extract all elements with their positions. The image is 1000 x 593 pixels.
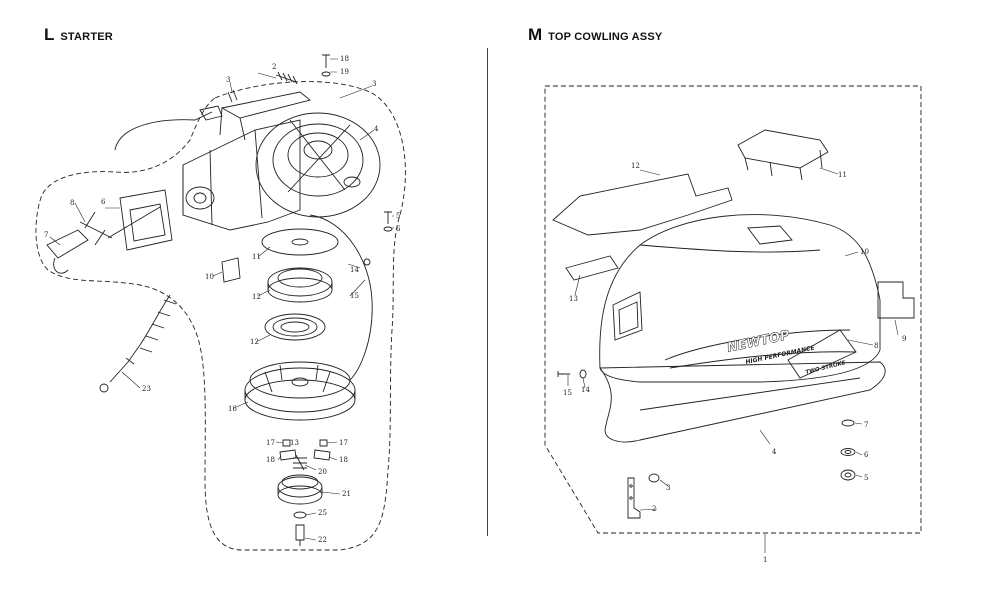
callout-16: 16	[228, 405, 237, 413]
callout-15: 15	[563, 389, 572, 397]
callout-12: 12	[252, 293, 261, 301]
callout-3: 3	[226, 76, 230, 84]
callout-8: 8	[874, 342, 878, 350]
bracket-2	[627, 477, 641, 519]
callout-11: 11	[252, 253, 261, 261]
section-name: STARTER	[60, 31, 113, 43]
section-name: TOP COWLING ASSY	[548, 31, 663, 43]
plate-11	[261, 228, 339, 256]
callout-13: 13	[290, 439, 299, 447]
starter-callouts: 18 19 2 3 3 4 5 6 6 8 7 10 11 12 12 14 1…	[44, 55, 401, 544]
callout-6: 6	[864, 451, 869, 459]
callout-25: 25	[318, 509, 327, 517]
callout-2: 2	[652, 505, 656, 513]
callout-7: 7	[864, 421, 868, 429]
section-divider	[487, 48, 488, 536]
callout-20: 21	[342, 490, 351, 498]
rope-22	[109, 294, 171, 383]
callout-21: 22	[318, 536, 327, 544]
top-cowling-10	[599, 214, 881, 383]
callout-14: 14	[350, 266, 359, 274]
callout-10: 10	[205, 273, 214, 281]
callout-5: 5	[864, 474, 868, 482]
section-letter: L	[44, 25, 55, 44]
callout-22: 23	[142, 385, 151, 393]
callout-12: 12	[631, 162, 640, 170]
reel-12	[267, 267, 333, 297]
callout-13: 13	[569, 295, 578, 303]
callout-11: 11	[838, 171, 847, 179]
starter-enclosure-outline	[35, 81, 406, 551]
callout-3: 3	[666, 484, 670, 492]
callout-4: 4	[772, 448, 777, 456]
spring-coil-12	[264, 313, 326, 341]
spring-2	[275, 71, 298, 85]
cowling-enclosure-outline	[544, 85, 922, 534]
callout-6b: 6	[101, 198, 106, 206]
cowling-diagram: NEWTOP HIGH PERFORMANCE TWO STROKE	[544, 85, 922, 534]
section-title-starter: L STARTER	[44, 25, 113, 45]
callout-12b: 12	[250, 338, 259, 346]
cover-plate-11	[737, 129, 829, 169]
section-title-top-cowling: M TOP COWLING ASSY	[528, 25, 662, 45]
cowling-callouts: 12 11 10 8 9 13 15 14 4 7 6 5 3 2 1	[563, 162, 906, 564]
starter-housing	[182, 119, 301, 231]
drive-plate-20	[277, 476, 323, 498]
starter-t-handle	[79, 211, 113, 246]
decal-12	[552, 173, 733, 236]
case-16	[244, 367, 356, 413]
callout-7: 7	[44, 231, 48, 239]
callout-18b: 18	[339, 456, 348, 464]
callout-17b: 17	[339, 439, 348, 447]
starter-handle-pad	[119, 189, 173, 251]
callout-14: 14	[581, 386, 590, 394]
callout-19: 20	[318, 468, 327, 476]
callout-1: 1	[763, 556, 767, 564]
callout-10: 10	[860, 248, 869, 256]
callout-8: 8	[70, 199, 74, 207]
callout-17: 17	[266, 439, 275, 447]
callout-3b: 3	[372, 80, 376, 88]
callout-18: 18	[266, 456, 275, 464]
callout-4: 4	[374, 125, 379, 133]
starter-diagram	[35, 54, 406, 551]
callout-23: 18	[340, 55, 349, 63]
callout-15: 15	[350, 292, 359, 300]
callout-24: 19	[340, 68, 349, 76]
starter-cover	[255, 112, 381, 218]
callout-5: 5	[396, 212, 400, 220]
callout-6: 6	[396, 225, 401, 233]
section-letter: M	[528, 25, 543, 44]
cowling-base-4	[599, 361, 886, 443]
callout-9: 9	[902, 335, 906, 343]
callout-2: 2	[272, 63, 276, 71]
